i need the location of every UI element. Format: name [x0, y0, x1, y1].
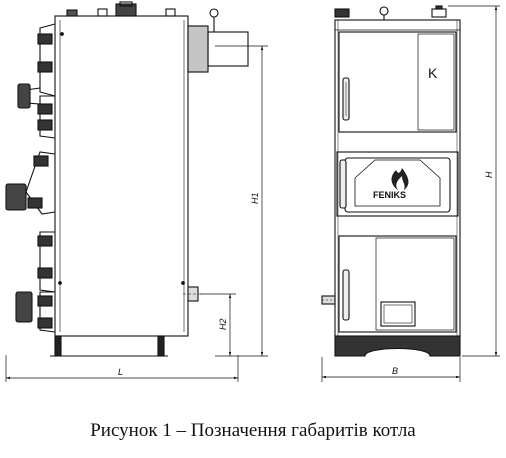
door-mark-k: K — [428, 65, 438, 81]
dimension-b-label: B — [392, 366, 398, 376]
side-dimensions — [5, 45, 268, 382]
boiler-technical-drawing: L H1 H2 K FE — [5, 1, 500, 382]
dimension-h1-label: H1 — [250, 192, 260, 204]
figure-caption: Рисунок 1 – Позначення габаритів котла — [90, 420, 416, 441]
front-view — [321, 5, 461, 357]
side-view — [5, 1, 249, 357]
feniks-logo: FENIKS — [373, 190, 406, 200]
dimension-h-label: H — [484, 171, 494, 178]
dimension-h2-label: H2 — [218, 318, 228, 330]
front-dimensions — [321, 5, 500, 382]
dimension-l-label: L — [118, 367, 123, 377]
